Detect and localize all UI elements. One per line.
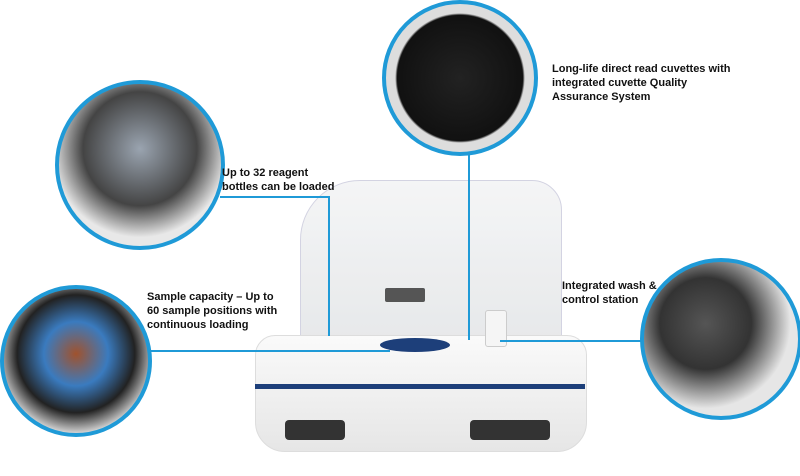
- connector-reagent-v: [328, 196, 330, 336]
- callout-sample: Sample capacity – Up to 60 sample positi…: [147, 291, 278, 331]
- probe-arm: [385, 288, 425, 302]
- connector-wash: [500, 340, 645, 342]
- center-carousel: [380, 338, 450, 352]
- cuvette-detail-image: [382, 0, 538, 156]
- callout-cuvettes: Long-life direct read cuvettes with inte…: [552, 63, 731, 103]
- vent-left: [285, 420, 345, 440]
- vent-right: [470, 420, 550, 440]
- wash-detail-image: [640, 258, 800, 420]
- callout-wash: Integrated wash & control station: [562, 280, 657, 306]
- callout-reagent: Up to 32 reagent bottles can be loaded: [222, 167, 335, 193]
- lid-cover: [300, 180, 562, 352]
- machine-stripe: [255, 384, 585, 389]
- connector-sample: [150, 350, 390, 352]
- sample-detail-image: [0, 285, 152, 437]
- connector-reagent-h: [220, 196, 330, 198]
- wash-tower: [485, 310, 507, 347]
- connector-cuvettes: [468, 150, 470, 340]
- reagent-detail-image: [55, 80, 225, 250]
